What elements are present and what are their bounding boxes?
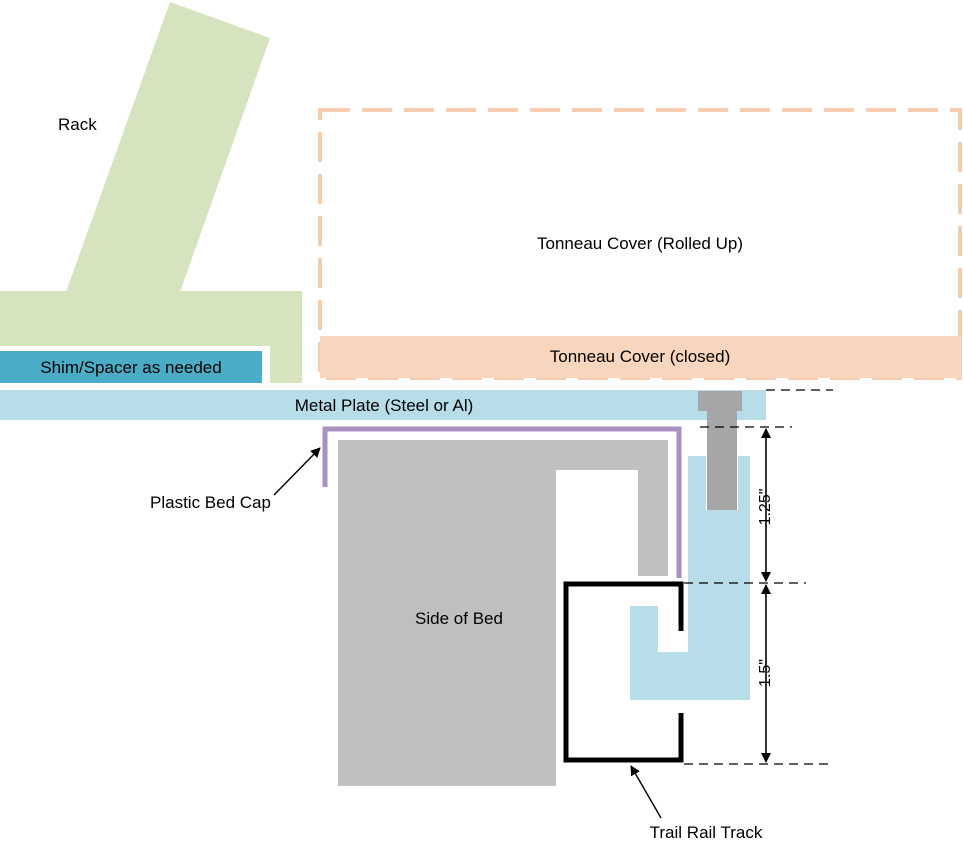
- label-shim: Shim/Spacer as needed: [40, 358, 221, 377]
- side-of-bed: [338, 440, 668, 786]
- rack-arm: [66, 2, 270, 292]
- plastic-bed-cap: [322, 426, 682, 578]
- metal-plate: [0, 390, 766, 420]
- rack-base: [0, 291, 302, 383]
- tonneau-cover-closed: [320, 336, 962, 378]
- label-rack: Rack: [58, 115, 97, 134]
- rack: [0, 2, 302, 383]
- dimension-guides: [684, 389, 833, 765]
- leader-bed-cap: [273, 447, 321, 496]
- label-side-of-bed: Side of Bed: [415, 609, 503, 628]
- label-metal-plate: Metal Plate (Steel or Al): [295, 396, 474, 415]
- trail-rail-track: [563, 581, 684, 763]
- label-plastic-bed-cap: Plastic Bed Cap: [150, 493, 271, 512]
- clamp: [630, 456, 750, 700]
- dimension-label-lower: 1.5": [757, 659, 774, 687]
- shim-spacer: [0, 351, 262, 383]
- label-tonneau-closed: Tonneau Cover (closed): [550, 347, 730, 366]
- bolt-head: [698, 391, 742, 411]
- leader-trail-rail: [630, 765, 662, 819]
- bolt-shaft: [707, 410, 737, 510]
- bolt: [698, 391, 742, 510]
- dimension-label-upper: 1.25": [757, 489, 774, 526]
- label-trail-rail-track: Trail Rail Track: [650, 823, 763, 842]
- label-tonneau-rolled: Tonneau Cover (Rolled Up): [537, 234, 743, 253]
